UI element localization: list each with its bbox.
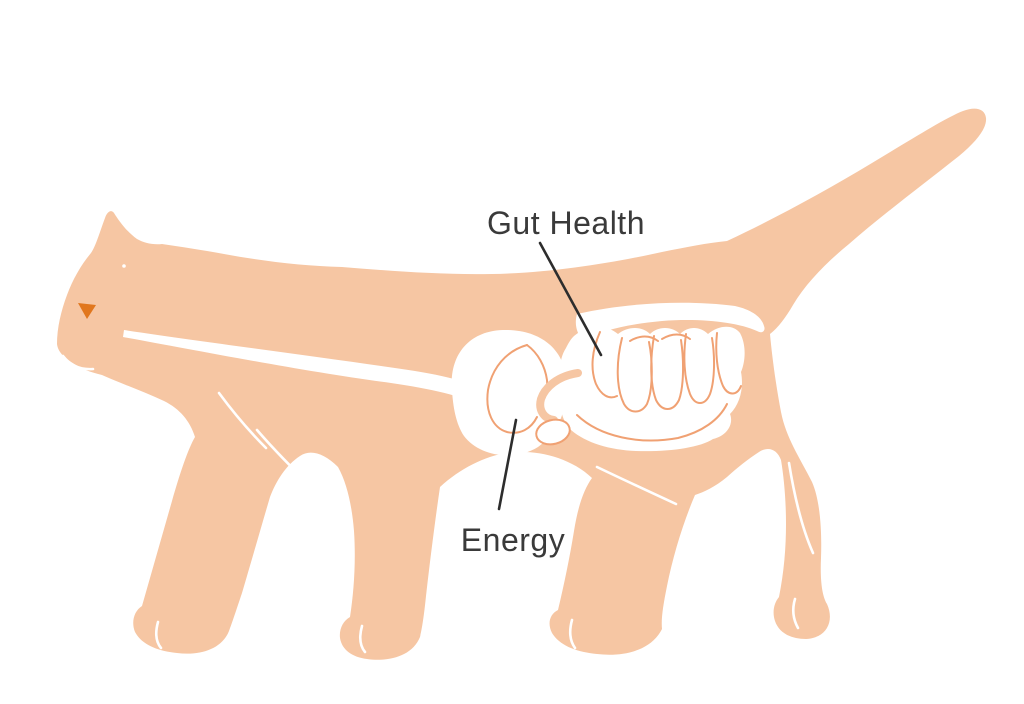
stomach-shape: [451, 329, 567, 456]
intestine-loop-line: [683, 333, 716, 404]
intestine-loop-line: [591, 331, 618, 399]
intestine-loop-line: [715, 332, 742, 395]
mouth-line: [61, 354, 95, 371]
ear-inner-line: [119, 214, 155, 242]
energy-leader-line: [497, 418, 518, 511]
shoulder-line: [217, 391, 268, 450]
label-energy: Energy: [461, 522, 565, 558]
intestine-loop-line: [650, 335, 685, 410]
toe-line: [569, 618, 577, 650]
intestine-top-line: [629, 335, 659, 342]
toe-line: [359, 624, 367, 654]
duodenum-fold: [535, 418, 571, 446]
body-contour-lines: [61, 214, 815, 654]
hind-shin-line: [787, 461, 815, 555]
toe-line: [792, 597, 800, 630]
digestive-system: [123, 302, 765, 456]
stomach-curve-line: [486, 344, 538, 434]
shoulder-line: [255, 428, 318, 493]
colon-shape: [575, 302, 765, 339]
label-gut-health: Gut Health: [487, 205, 645, 241]
intestine-top-line: [661, 333, 691, 340]
toe-line: [155, 620, 163, 650]
intestine-under-line: [576, 403, 728, 442]
groin-line: [595, 465, 678, 506]
esophagus-shape: [123, 330, 490, 408]
cat-eye: [78, 303, 96, 319]
pylorus-fold: [536, 369, 582, 424]
gut-health-leader-line: [538, 241, 603, 357]
head-dot: [122, 264, 126, 268]
